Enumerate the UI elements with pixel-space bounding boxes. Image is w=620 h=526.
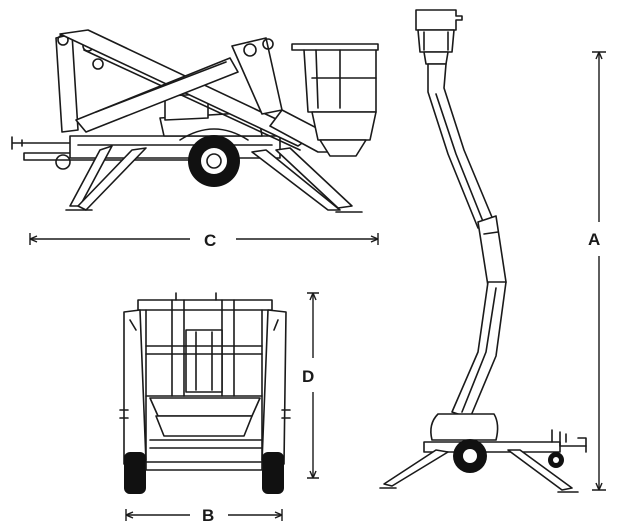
dimension-label-c: C — [204, 231, 216, 250]
dimension-label-d: D — [302, 367, 314, 386]
dimension-b-line — [125, 509, 283, 521]
dimension-d-line — [307, 292, 319, 479]
boom-lift-side-view-icon — [11, 29, 379, 213]
dimension-label-a: A — [588, 230, 600, 249]
boom-lift-front-view-icon — [119, 292, 291, 494]
dimension-a-line — [592, 51, 606, 491]
dimension-c-line — [29, 233, 379, 245]
boom-lift-extended-view-icon — [379, 9, 587, 493]
dimension-label-b: B — [202, 506, 214, 525]
